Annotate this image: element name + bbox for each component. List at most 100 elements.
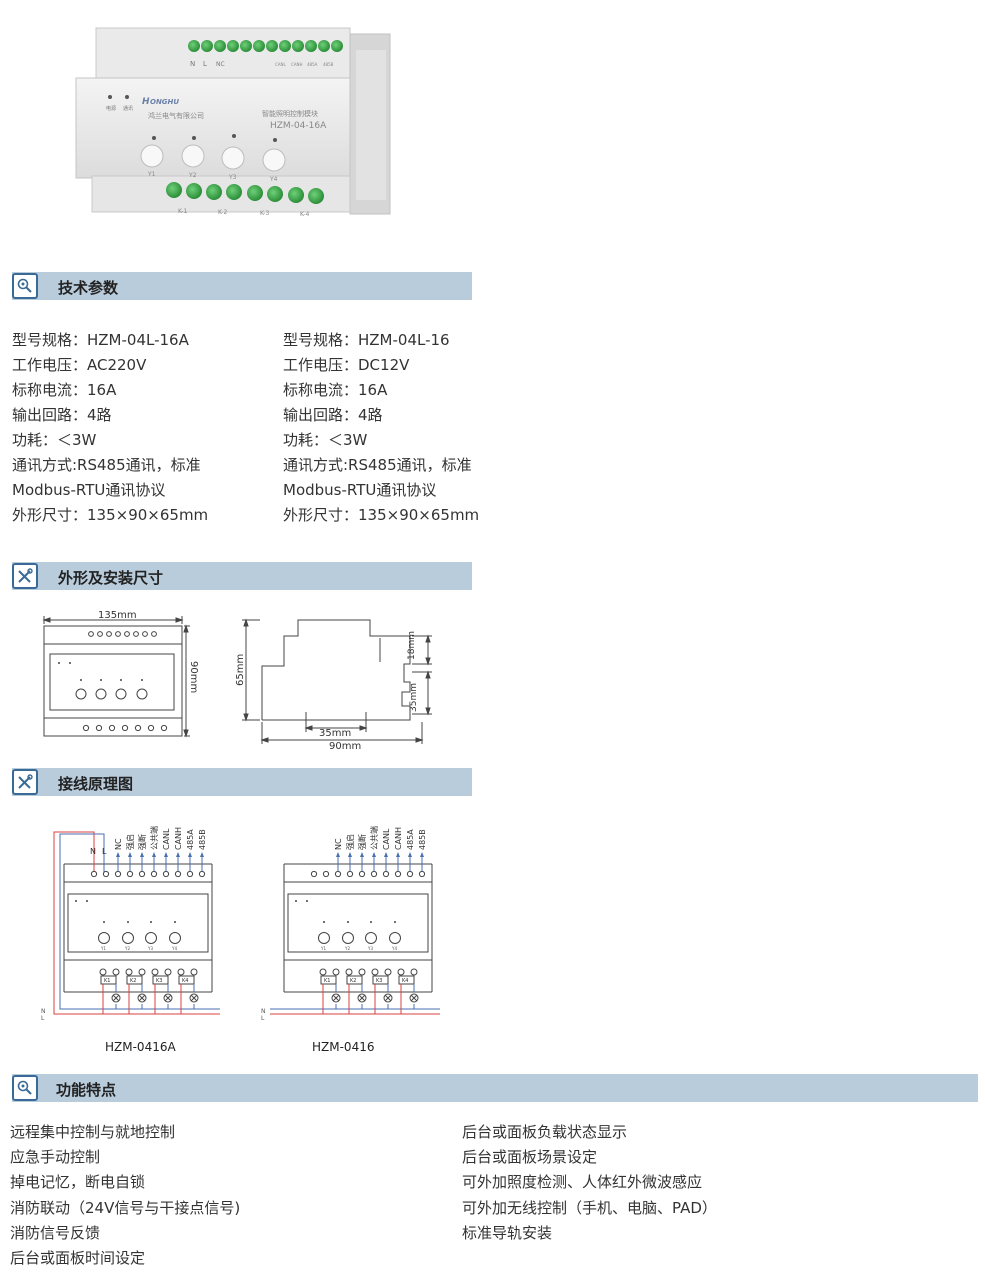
spec-item: 通讯方式:RS485通讯，标准 <box>12 456 201 474</box>
magnifier-icon <box>12 1075 38 1101</box>
wiring-a-line-l: L <box>41 1015 45 1022</box>
wiring-b-label-nc: NC <box>334 838 343 850</box>
feature-item: 后台或面板负载状态显示 <box>462 1123 628 1141</box>
dim-side-step-label: 35mm <box>409 683 419 712</box>
wiring-a-label-485b: 485B <box>198 829 207 850</box>
wiring-b-button-y4: Y4 <box>391 946 397 951</box>
section-title-wiring: 接线原理图 <box>58 775 134 793</box>
indicator-power-label: 电源 <box>106 105 116 112</box>
power-led-icon <box>108 95 112 99</box>
svg-text:H: H <box>142 97 150 107</box>
wiring-a-label-common: 公共端 <box>149 826 159 850</box>
dim-depth-label: 65mm <box>235 654 246 686</box>
feature-item: 消防信号反馈 <box>10 1223 101 1242</box>
brand-name: 鸿兰电气有限公司 <box>148 111 204 120</box>
section-header-specs: 技术参数 <box>12 272 472 300</box>
wiring-a-label-force-on: 强启 <box>125 834 135 850</box>
photo-relay-k1: K-1 <box>178 208 187 215</box>
photo-button-y1: Y1 <box>147 171 156 178</box>
wiring-a-label-canl: CANL <box>162 828 171 850</box>
photo-terminal-485a: 485A <box>307 62 318 67</box>
dim-height-label: 90mm <box>188 661 199 693</box>
wiring-caption-a: HZM-0416A <box>105 1040 176 1054</box>
photo-relay-k3: K-3 <box>260 210 269 217</box>
top-terminals <box>188 40 343 52</box>
side-dimension-drawing: 65mm 18mm 35mm 35mm 90mm <box>235 618 432 752</box>
lamp-icon <box>331 993 419 1003</box>
section-title-specs: 技术参数 <box>58 279 119 297</box>
photo-relay-k4: K-4 <box>300 211 309 218</box>
section-title-features: 功能特点 <box>56 1081 117 1099</box>
wiring-a-relay-k1: K1 <box>104 978 110 984</box>
front-dimension-drawing: 135mm 90mm <box>42 610 199 738</box>
spec-item: 功耗：＜3W <box>12 431 97 449</box>
feature-item: 掉电记忆，断电自锁 <box>10 1173 146 1192</box>
section-header-features: 功能特点 <box>12 1074 978 1102</box>
spec-item: 工作电压：AC220V <box>12 356 147 374</box>
spec-item: 外形尺寸：135×90×65mm <box>12 506 209 524</box>
spec-item: 标称电流：16A <box>12 381 117 399</box>
spec-item: 型号规格：HZM-04L-16 <box>283 331 450 349</box>
wiring-b-label-485b: 485B <box>418 829 427 850</box>
wiring-b-label-common: 公共端 <box>369 826 379 850</box>
feature-item: 后台或面板场景设定 <box>462 1148 598 1167</box>
wiring-a-button-y1: Y1 <box>100 946 106 951</box>
specs-right: 型号规格：HZM-04L-16 工作电压：DC12V 标称电流：16A 输出回路… <box>283 328 545 528</box>
features-right: 后台或面板负载状态显示 后台或面板场景设定 可外加照度检测、人体红外微波感应 可… <box>462 1120 717 1246</box>
lamp-icon <box>111 993 199 1003</box>
wiring-b-relay-k2: K2 <box>350 978 356 984</box>
feature-item: 后台或面板时间设定 <box>10 1249 146 1268</box>
photo-terminal-l: L <box>203 60 207 68</box>
wiring-b-relay-k4: K4 <box>402 978 408 984</box>
wiring-a-label-force-off: 强断 <box>137 834 147 850</box>
spec-item: 输出回路：4路 <box>12 406 112 424</box>
spec-item: Modbus-RTU通讯协议 <box>283 481 437 499</box>
wiring-a-button-y3: Y3 <box>147 946 153 951</box>
features-left: 远程集中控制与就地控制 应急手动控制 掉电记忆，断电自锁 消防联动（24V信号与… <box>10 1120 240 1271</box>
photo-terminal-canh: CANH <box>291 62 303 67</box>
photo-buttons <box>140 134 286 172</box>
photo-terminal-485b: 485B <box>323 62 334 67</box>
section-header-dimensions: 外形及安装尺寸 <box>12 562 472 590</box>
wiring-a-line-n: N <box>41 1008 46 1015</box>
wiring-b-button-y3: Y3 <box>367 946 373 951</box>
comm-led-icon <box>125 95 129 99</box>
tools-icon <box>12 563 38 589</box>
wiring-b-line-l: L <box>261 1015 265 1022</box>
wiring-caption-b: HZM-0416 <box>312 1040 375 1054</box>
dim-width-label: 135mm <box>98 610 137 621</box>
feature-item: 应急手动控制 <box>10 1148 101 1167</box>
module-name: 智能照明控制模块 <box>262 109 318 118</box>
module-model: HZM-04-16A <box>270 121 327 131</box>
feature-item: 可外加无线控制（手机、电脑、PAD） <box>462 1198 717 1217</box>
indicator-comm-label: 通讯 <box>123 105 133 112</box>
wiring-b-label-force-on: 强启 <box>345 834 355 850</box>
photo-terminal-nc: NC <box>216 61 225 68</box>
product-photo: N L NC CANL CANH 485A 485B 电源 通讯 H ONGHU… <box>75 27 391 218</box>
wiring-b-relay-k1: K1 <box>324 978 330 984</box>
wiring-a-relay-k4: K4 <box>182 978 188 984</box>
wiring-diagram-a: N L NC 强启 强断 公共端 CANL CANH 485A 485B Y1 … <box>41 826 220 1022</box>
wiring-a-label-canh: CANH <box>174 827 183 850</box>
tools-icon <box>12 769 38 795</box>
spec-item: 功耗：＜3W <box>283 431 368 449</box>
wiring-a-button-y4: Y4 <box>171 946 177 951</box>
spec-item: 型号规格：HZM-04L-16A <box>12 331 189 349</box>
wiring-a-button-y2: Y2 <box>124 946 130 951</box>
spec-item: 通讯方式:RS485通讯，标准 <box>283 456 472 474</box>
wiring-b-relay-k3: K3 <box>376 978 382 984</box>
wiring-a-relay-k2: K2 <box>130 978 136 984</box>
specs-left: 型号规格：HZM-04L-16A 工作电压：AC220V 标称电流：16A 输出… <box>12 328 274 528</box>
wiring-a-label-n: N <box>90 847 96 856</box>
photo-terminal-canl: CANL <box>275 62 287 67</box>
photo-relay-k2: K-2 <box>218 209 227 216</box>
spec-item: Modbus-RTU通讯协议 <box>12 481 166 499</box>
feature-item: 可外加照度检测、人体红外微波感应 <box>462 1173 703 1192</box>
spec-item: 外形尺寸：135×90×65mm <box>283 506 480 524</box>
svg-text:ONGHU: ONGHU <box>150 98 179 106</box>
dim-rail-label: 35mm <box>319 728 351 739</box>
spec-item: 工作电压：DC12V <box>283 356 410 374</box>
wiring-b-label-canl: CANL <box>382 828 391 850</box>
bottom-terminals <box>166 182 324 204</box>
feature-item: 标准导轨安装 <box>462 1223 553 1242</box>
